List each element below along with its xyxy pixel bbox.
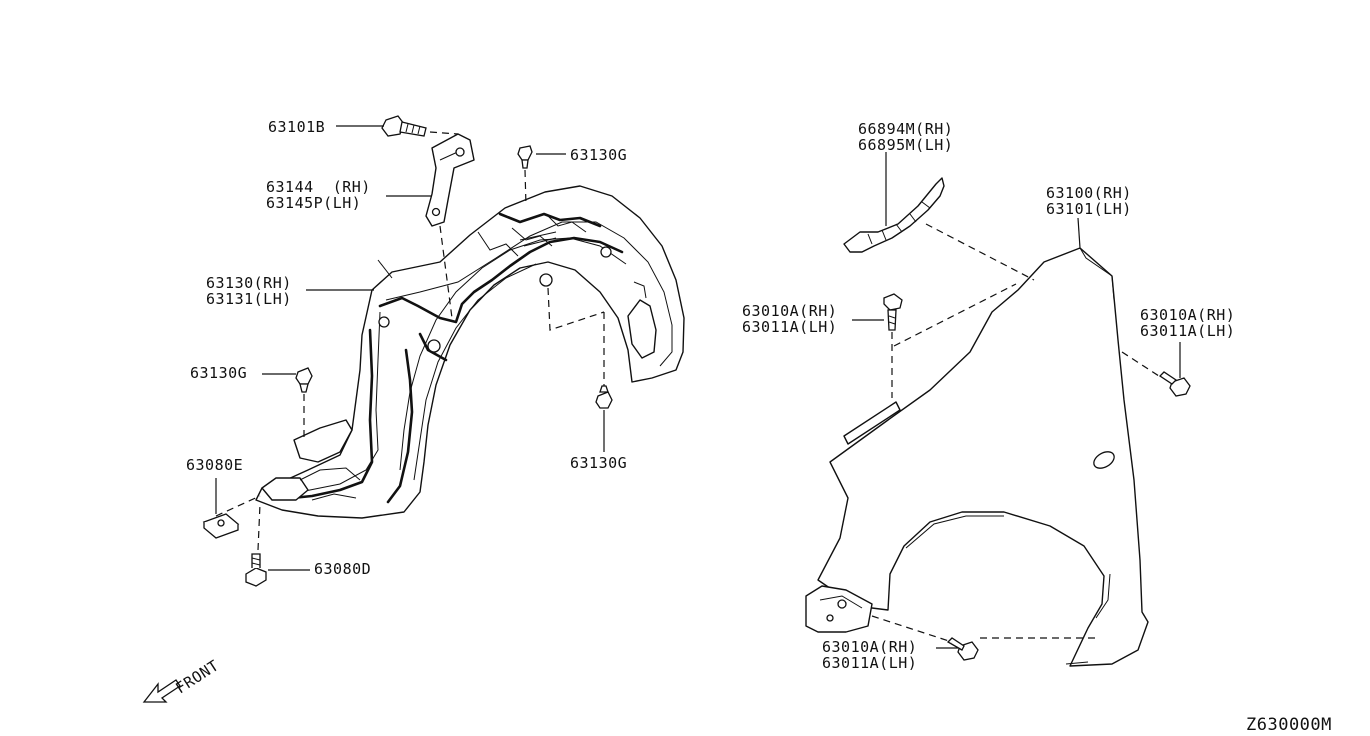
callout-63080e: 63080E — [186, 456, 243, 474]
clip-63130g-top — [517, 145, 533, 169]
callout-63010a-rh-top: 63010A(RH) — [742, 302, 837, 320]
callout-63080d: 63080D — [314, 560, 371, 578]
assembly-lines — [215, 131, 1163, 643]
callout-63010a-rh-right: 63010A(RH) — [1140, 306, 1235, 324]
callout-labels: 63101B 63130G 63144 (RH) 63145P(LH) 6313… — [186, 118, 1332, 735]
leader-lines — [215, 125, 1181, 649]
fender-molding — [843, 177, 945, 253]
callout-63011a-lh-bottom: 63011A(LH) — [822, 654, 917, 672]
bolt-63010a-top — [883, 293, 903, 331]
nut-63080e — [202, 513, 240, 539]
callout-63130g-top: 63130G — [570, 146, 627, 164]
callout-66894m-rh: 66894M(RH) — [858, 120, 953, 138]
front-label: FRONT — [172, 656, 222, 697]
clip-63130g-left — [295, 367, 313, 393]
callout-66895m-lh: 66895M(LH) — [858, 136, 953, 154]
callout-63144-rh: 63144 (RH) — [266, 178, 371, 196]
clip-63130g-right — [595, 385, 613, 409]
callout-63010a-rh-bottom: 63010A(RH) — [822, 638, 917, 656]
screw-63080d — [245, 553, 267, 587]
callout-63101-lh: 63101(LH) — [1046, 200, 1132, 218]
bolt-63010a-right — [1158, 371, 1191, 397]
callout-63011a-lh-right: 63011A(LH) — [1140, 322, 1235, 340]
callout-63100-rh: 63100(RH) — [1046, 184, 1132, 202]
callout-63101b: 63101B — [268, 118, 325, 136]
front-arrow-icon: FRONT — [142, 656, 222, 703]
callout-63145p-lh: 63145P(LH) — [266, 194, 361, 212]
front-fender — [805, 247, 1149, 667]
callout-63130g-right: 63130G — [570, 454, 627, 472]
fender-bracket — [425, 133, 475, 227]
diagram-code: Z630000M — [1246, 715, 1332, 735]
callout-63011a-lh-top: 63011A(LH) — [742, 318, 837, 336]
fender-protector-liner — [255, 185, 685, 519]
callout-63131-lh: 63131(LH) — [206, 290, 292, 308]
bolt-63101b — [381, 115, 427, 137]
callout-63130-rh: 63130(RH) — [206, 274, 292, 292]
callout-63130g-left: 63130G — [190, 364, 247, 382]
bolt-63010a-bottom — [946, 637, 979, 661]
